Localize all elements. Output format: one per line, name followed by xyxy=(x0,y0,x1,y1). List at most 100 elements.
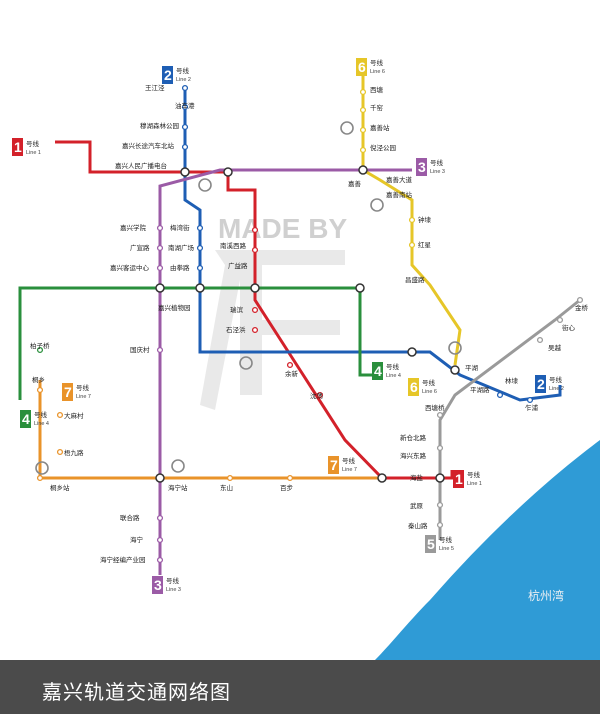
watermark-glyph xyxy=(200,250,345,410)
line-3-label-en: Line 3 xyxy=(430,169,445,175)
line-7-label-en: Line 7 xyxy=(342,467,357,473)
line-2-number: 2 xyxy=(537,376,545,392)
line-3-badge-bottom[interactable]: 3 号线 Line 3 xyxy=(152,576,181,594)
station-dongshan[interactable] xyxy=(226,474,234,482)
station-bus-north[interactable] xyxy=(181,143,189,151)
line-6-badge-bottom[interactable]: 6 号线 Line 6 xyxy=(408,378,437,396)
station-label: 新仓北路 xyxy=(400,433,427,442)
station-meiwan[interactable] xyxy=(196,224,204,232)
station-youquan[interactable] xyxy=(196,264,204,272)
station-nanxi[interactable] xyxy=(251,226,259,234)
station-baiziqiao[interactable] xyxy=(36,346,44,354)
line-2-badge[interactable]: 2 号线 Line 2 xyxy=(162,66,191,84)
station-label: 海宁站 xyxy=(168,483,188,492)
station-label: 石泾浜 xyxy=(226,325,246,334)
station-jinqiao[interactable] xyxy=(576,296,584,304)
station-dama[interactable] xyxy=(56,411,64,419)
station-interchange[interactable] xyxy=(155,473,165,483)
station-interchange[interactable] xyxy=(407,347,417,357)
station-interchange[interactable] xyxy=(355,283,365,293)
station-label: 乍浦 xyxy=(525,403,539,412)
station-zhongdai[interactable] xyxy=(408,216,416,224)
station-tongxiang-rail[interactable] xyxy=(36,474,44,482)
line-7-badge-right[interactable]: 7 号线 Line 7 xyxy=(328,456,357,474)
station-jiexin[interactable] xyxy=(556,316,564,324)
station-wuyuan[interactable] xyxy=(436,501,444,509)
station-interchange[interactable] xyxy=(450,365,460,375)
station-ruibin[interactable] xyxy=(251,306,259,314)
station-label: 秦山路 xyxy=(408,521,428,530)
station-label: 倪泾公园 xyxy=(370,143,396,152)
station-label: 沈荡 xyxy=(310,391,324,400)
station-hongxing[interactable] xyxy=(408,241,416,249)
line-4-label-en: Line 4 xyxy=(34,421,49,427)
station-shijing[interactable] xyxy=(251,326,259,334)
station-guangyi[interactable] xyxy=(251,246,259,254)
line-3-label-en: Line 3 xyxy=(166,587,181,593)
station-label: 海宁经编产业园 xyxy=(100,555,146,564)
station-jiaxing-univ[interactable] xyxy=(156,224,164,232)
line-4-badge-left[interactable]: 4 号线 Line 4 xyxy=(20,410,49,428)
station-ganyao[interactable] xyxy=(359,106,367,114)
line-5-badge[interactable]: 5 号线 Line 5 xyxy=(425,535,454,553)
line-7-badge-left[interactable]: 7 号线 Line 7 xyxy=(62,383,91,401)
line-6-badge[interactable]: 6 号线 Line 6 xyxy=(356,58,385,76)
line-1-badge[interactable]: 1 号线 Line 1 xyxy=(12,138,41,156)
station-interchange[interactable] xyxy=(358,165,368,175)
line-5-number: 5 xyxy=(427,536,435,552)
station-lianhe[interactable] xyxy=(156,514,164,522)
station-knitting[interactable] xyxy=(156,556,164,564)
station-xitang[interactable] xyxy=(359,88,367,96)
station-bus-center[interactable] xyxy=(156,264,164,272)
station-shendang[interactable] xyxy=(316,391,324,399)
railway-icon xyxy=(370,198,384,212)
station-lindai[interactable] xyxy=(496,391,504,399)
station-interchange[interactable] xyxy=(250,283,260,293)
station-label: 桐乡站 xyxy=(50,483,70,492)
line-3-badge-top[interactable]: 3 号线 Line 3 xyxy=(416,158,445,176)
station-guoqing[interactable] xyxy=(156,346,164,354)
station-interchange[interactable] xyxy=(180,167,190,177)
line-4-label: 号线 xyxy=(386,362,400,371)
station-nanhu-sq[interactable] xyxy=(196,244,204,252)
station-interchange[interactable] xyxy=(377,473,387,483)
station-haixing[interactable] xyxy=(436,444,444,452)
station-youchegang[interactable] xyxy=(181,103,189,111)
station-label: 王江泾 xyxy=(145,84,165,92)
station-muhu[interactable] xyxy=(181,123,189,131)
station-wuyue[interactable] xyxy=(536,336,544,344)
station-qinshan[interactable] xyxy=(436,521,444,529)
station-haining[interactable] xyxy=(156,536,164,544)
station-tongxiang[interactable] xyxy=(36,386,44,394)
footer-bar: 嘉兴轨道交通网络图 xyxy=(0,660,600,714)
station-wangjiangjing[interactable] xyxy=(181,84,189,92)
line-4-route xyxy=(18,286,380,400)
line-5-label-en: Line 5 xyxy=(439,546,454,552)
station-label: 嘉兴长途汽车北站 xyxy=(122,141,175,150)
railway-icon xyxy=(239,356,253,370)
bay-label: 杭州湾 xyxy=(528,588,564,603)
station-zhapu[interactable] xyxy=(526,396,534,404)
station-label: 广宣路 xyxy=(130,243,150,252)
station-interchange[interactable] xyxy=(435,473,445,483)
station-interchange[interactable] xyxy=(155,283,165,293)
station-luo-park[interactable] xyxy=(359,146,367,154)
line-3-label: 号线 xyxy=(166,576,180,585)
line-1-badge-right[interactable]: 1 号线 Line 1 xyxy=(453,470,482,488)
line-2-label-en: Line 2 xyxy=(549,386,564,392)
railway-station-icons xyxy=(35,121,462,475)
station-label: 穆湖森林公园 xyxy=(140,121,179,130)
station-baibu[interactable] xyxy=(286,474,294,482)
station-interchange[interactable] xyxy=(223,167,233,177)
station-interchange[interactable] xyxy=(195,283,205,293)
station-wujiu[interactable] xyxy=(56,448,64,456)
station-yuxin[interactable] xyxy=(286,361,294,369)
line-2-badge-right[interactable]: 2 号线 Line 2 xyxy=(535,375,564,393)
station-xincang[interactable] xyxy=(436,411,444,419)
line-6-label-en: Line 6 xyxy=(370,69,385,75)
station-label: 东山 xyxy=(220,483,233,492)
line-2-label-en: Line 2 xyxy=(176,77,191,83)
station-jiashan-rail[interactable] xyxy=(359,126,367,134)
station-guangxuan[interactable] xyxy=(156,244,164,252)
line-4-badge-right[interactable]: 4 号线 Line 4 xyxy=(372,362,401,380)
